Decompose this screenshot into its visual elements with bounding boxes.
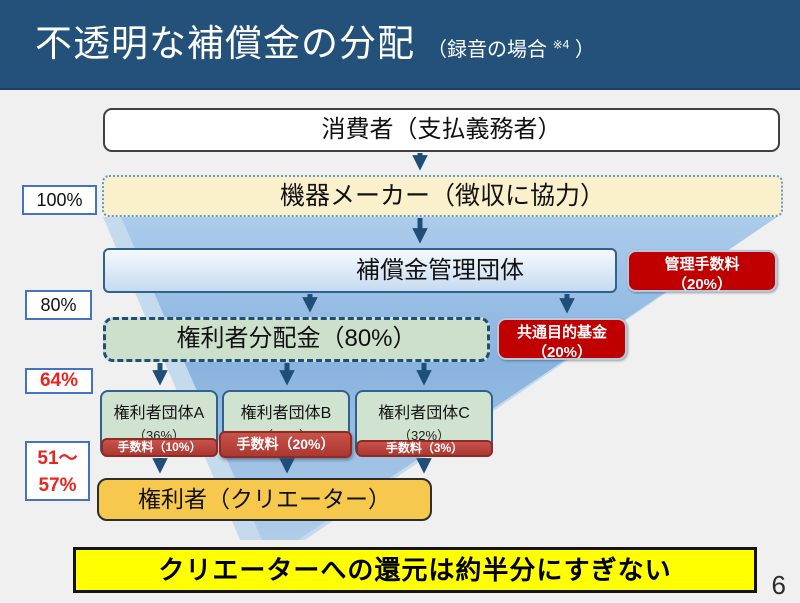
subtitle-close: ） <box>574 39 595 61</box>
group-c-name: 権利者団体C <box>378 405 470 422</box>
common-fund-line1: 共通目的基金 <box>516 324 607 341</box>
group-fee-strip-a: 手数料（10%） <box>101 438 218 457</box>
rights-holder-box: 権利者（クリエーター） <box>97 478 432 521</box>
label-51-57-line2: 57% <box>38 475 77 496</box>
page-number: 6 <box>771 570 786 600</box>
distribution-box: 権利者分配金（80%） <box>103 317 490 362</box>
subtitle-open: （録音の場合 <box>427 39 547 61</box>
common-fund-box: 共通目的基金 （20%） <box>497 318 627 361</box>
group-fee-strip-c: 手数料（3%） <box>356 440 493 457</box>
label-80-percent: 80% <box>25 290 92 320</box>
admin-fee-line1: 管理手数料 <box>664 256 740 273</box>
admin-fee-line2: （20%） <box>671 275 733 293</box>
header-bar: 不透明な補償金の分配 （録音の場合 ※4 ） <box>0 0 800 90</box>
group-fee-strip-b: 手数料（20%） <box>219 431 352 458</box>
group-a-name: 権利者団体A <box>113 405 205 422</box>
label-64-percent: 64% <box>25 368 93 394</box>
footnote-marker: ※4 <box>552 37 570 52</box>
label-51-57-percent: 51～ 57% <box>25 441 90 501</box>
group-b-name: 権利者団体B <box>240 405 332 422</box>
common-fund-line2: （20%） <box>531 343 593 361</box>
consumer-box: 消費者（支払義務者） <box>103 108 780 152</box>
label-51-57-line1: 51～ <box>37 448 78 469</box>
conclusion-banner: クリエーターへの還元は約半分にすぎない <box>73 547 757 593</box>
label-100-percent: 100% <box>22 185 97 215</box>
maker-box: 機器メーカー（徴収に協力） <box>102 175 783 217</box>
slide-title: 不透明な補償金の分配 <box>35 23 415 64</box>
slide-subtitle: （録音の場合 ※4 ） <box>427 33 595 62</box>
admin-fee-box: 管理手数料 （20%） <box>627 250 777 293</box>
